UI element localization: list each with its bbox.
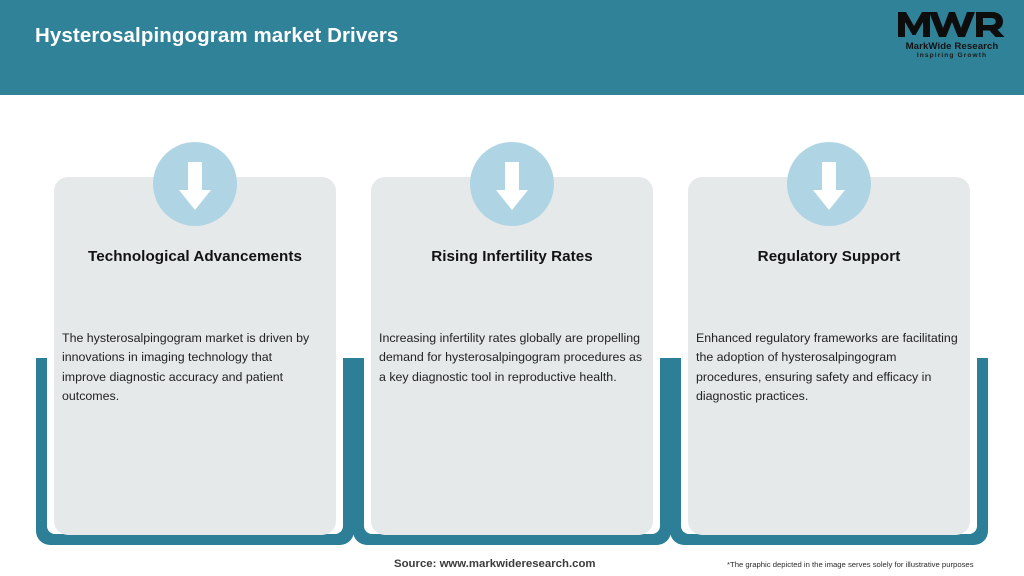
source-label: Source: www.markwideresearch.com xyxy=(394,558,596,570)
disclaimer-note: *The graphic depicted in the image serve… xyxy=(727,560,974,569)
arrow-down-icon xyxy=(470,142,554,226)
page-title: Hysterosalpingogram market Drivers xyxy=(35,24,399,47)
logo-company-name: MarkWide Research xyxy=(905,41,999,52)
card-body-3: Enhanced regulatory frameworks are facil… xyxy=(696,331,958,403)
card-title-1: Technological Advancements xyxy=(88,248,302,265)
arrow-down-icon xyxy=(787,142,871,226)
header-bar: Hysterosalpingogram market Drivers MarkW… xyxy=(0,0,1024,95)
card-body-1: The hysterosalpingogram market is driven… xyxy=(62,331,310,403)
logo-tagline: Inspiring Growth xyxy=(916,52,988,59)
arrow-down-icon xyxy=(153,142,237,226)
card-surface-3[interactable]: Regulatory Support Enhanced regulatory f… xyxy=(688,177,970,535)
card-surface-1[interactable]: Technological Advancements The hysterosa… xyxy=(54,177,336,535)
card-title-3: Regulatory Support xyxy=(757,248,901,265)
card-body-2: Increasing infertility rates globally ar… xyxy=(379,331,643,384)
brand-logo: MarkWide Research Inspiring Growth xyxy=(894,9,1010,67)
logo-monogram-icon xyxy=(894,9,1010,39)
card-surface-2[interactable]: Rising Infertility Rates Increasing infe… xyxy=(371,177,653,535)
card-title-2: Rising Infertility Rates xyxy=(431,248,593,265)
